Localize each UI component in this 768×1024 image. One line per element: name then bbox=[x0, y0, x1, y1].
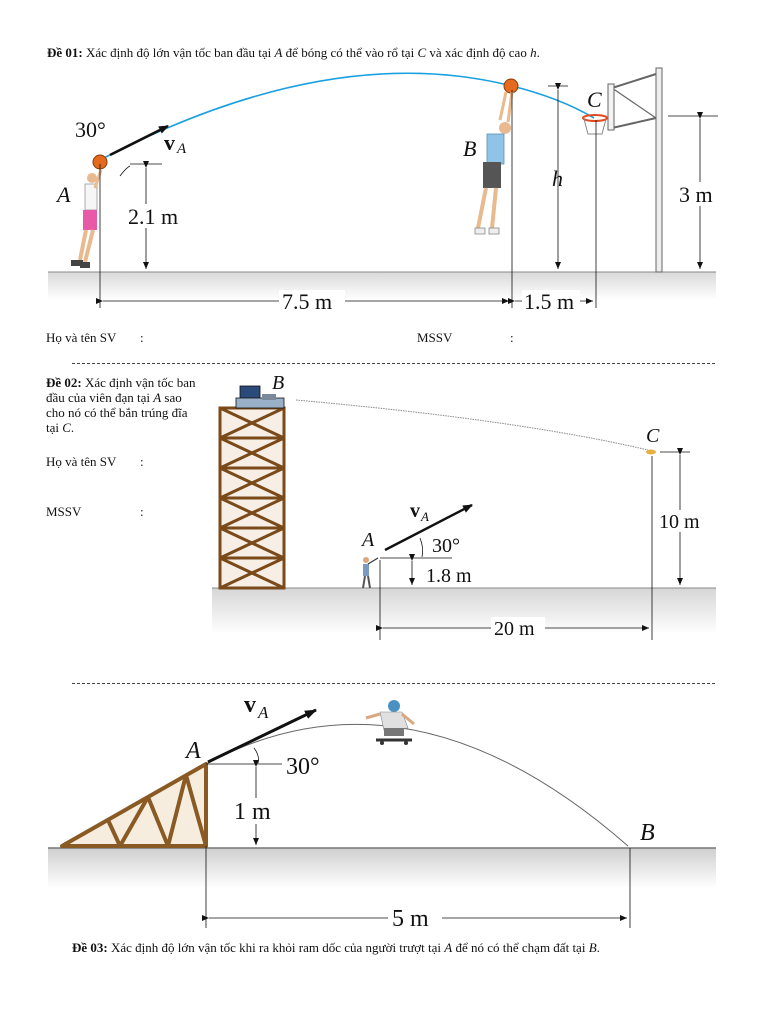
label-point-b: B bbox=[463, 136, 476, 161]
tower bbox=[218, 406, 286, 590]
player-a-figure bbox=[71, 154, 108, 268]
player-b-figure bbox=[474, 78, 519, 235]
label-1-8m: 1.8 m bbox=[426, 565, 472, 587]
label-angle-3: 30° bbox=[286, 754, 320, 780]
velocity-vector-a-2 bbox=[384, 503, 473, 552]
p1-name-field[interactable]: : bbox=[140, 330, 144, 345]
p1-id-field[interactable]: : bbox=[510, 330, 514, 345]
ground-3 bbox=[48, 848, 716, 888]
p1-name-label: Họ và tên SV bbox=[46, 330, 117, 345]
divider-1 bbox=[72, 363, 715, 364]
ground bbox=[48, 272, 716, 300]
skater-trajectory bbox=[205, 723, 629, 847]
label-3m: 3 m bbox=[679, 182, 713, 207]
velocity-vector-a-3 bbox=[207, 708, 317, 764]
problem-3-number: Đề 03: bbox=[72, 940, 108, 955]
label-10m: 10 m bbox=[659, 511, 700, 533]
p2-id-field[interactable]: : bbox=[140, 504, 144, 519]
target-disk bbox=[646, 449, 656, 455]
label-angle-2: 30° bbox=[432, 535, 460, 557]
label-va-3: v bbox=[244, 692, 256, 718]
label-h: h bbox=[552, 166, 563, 191]
label-va-2: v bbox=[410, 500, 420, 522]
label-2-1m: 2.1 m bbox=[128, 204, 178, 229]
ground-2 bbox=[212, 588, 716, 634]
p1-id-label: MSSV bbox=[417, 330, 453, 345]
label-7-5m: 7.5 m bbox=[282, 289, 332, 314]
label-b-3: B bbox=[640, 820, 655, 846]
velocity-vector-a bbox=[109, 124, 169, 157]
p2-name-label: Họ và tên SV bbox=[46, 454, 117, 469]
label-angle: 30° bbox=[75, 117, 106, 142]
label-1-5m: 1.5 m bbox=[524, 289, 574, 314]
label-va-sub: A bbox=[176, 141, 187, 157]
p2-name-field[interactable]: : bbox=[140, 454, 144, 469]
label-1m: 1 m bbox=[234, 799, 271, 825]
problem-1-statement: Đề 01: Xác định độ lớn vận tốc ban đầu t… bbox=[47, 45, 540, 60]
label-5m: 5 m bbox=[392, 906, 429, 932]
label-va: v bbox=[164, 130, 175, 155]
label-a-2: A bbox=[360, 529, 375, 551]
label-va-sub-3: A bbox=[257, 703, 269, 722]
ramp-truss bbox=[60, 762, 208, 848]
p2-id-label: MSSV bbox=[46, 504, 82, 519]
label-va-sub-2: A bbox=[420, 509, 429, 524]
label-b-2: B bbox=[272, 372, 284, 394]
launcher-machine bbox=[235, 385, 285, 409]
label-c-2: C bbox=[646, 425, 660, 447]
divider-2 bbox=[72, 683, 715, 684]
problem-3-statement: Đề 03: Xác định độ lớn vận tốc khi ra kh… bbox=[72, 940, 600, 955]
label-point-a: A bbox=[55, 182, 71, 207]
figure-3-skateboard: v A A 30° 1 m B 5 m bbox=[48, 692, 716, 932]
disk-trajectory bbox=[295, 399, 649, 451]
label-point-c: C bbox=[587, 87, 602, 112]
label-20m: 20 m bbox=[494, 618, 535, 640]
label-a-3: A bbox=[184, 738, 201, 764]
basketball-hoop bbox=[582, 67, 663, 273]
figure-2-projectile: B C A v A 30° 1.8 m 10 m 20 m bbox=[212, 372, 716, 640]
problem-1-number: Đề 01: bbox=[47, 45, 83, 60]
problem-2-number: Đề 02: bbox=[46, 375, 82, 390]
skater-figure bbox=[365, 700, 415, 745]
figure-1-basketball: 30° v A A B C h 2.1 m 3 m 7.5 m 1.5 m bbox=[48, 67, 722, 314]
problem-2-statement: Đề 02: Xác định vận tốc ban đầu của viên… bbox=[46, 375, 196, 435]
shooter-figure bbox=[362, 557, 379, 589]
